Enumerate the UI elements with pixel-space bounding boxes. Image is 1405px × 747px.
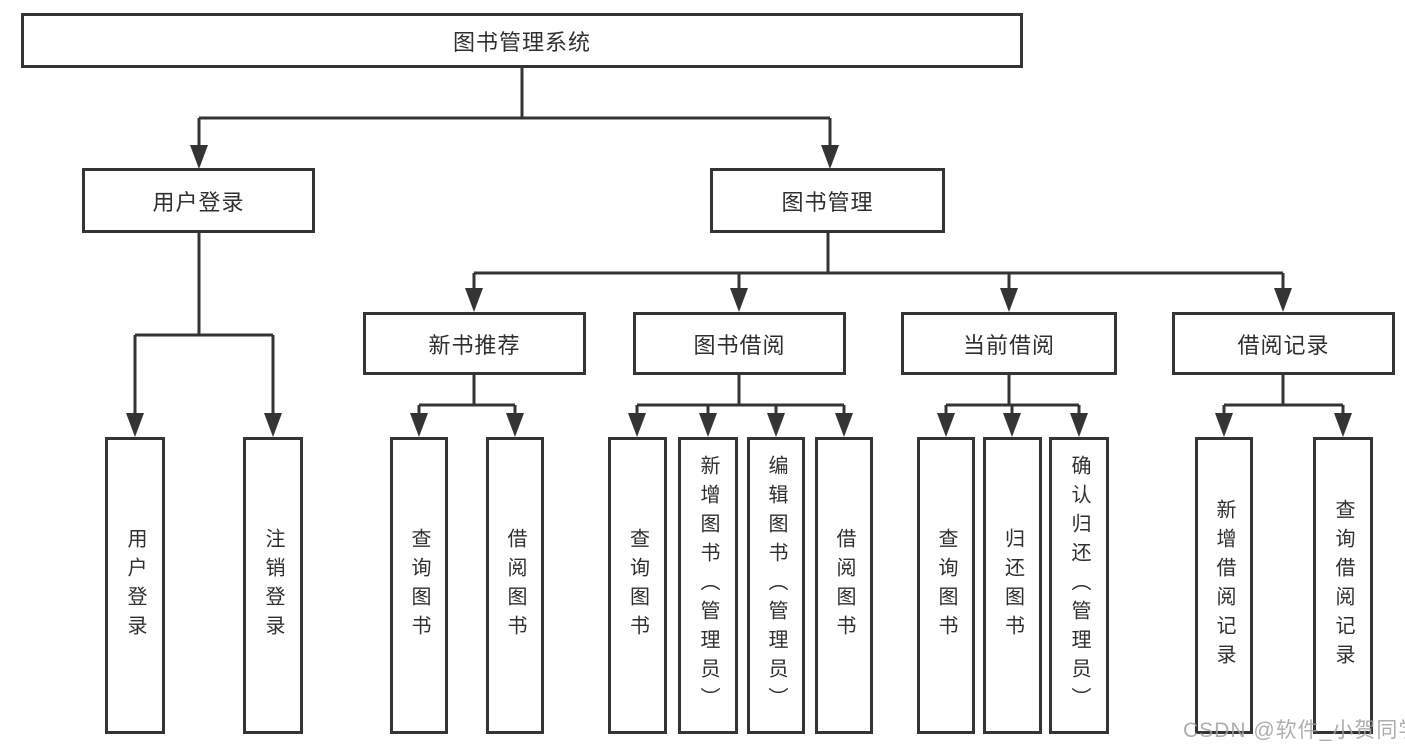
arrow-down-icon [1003,413,1021,437]
leaf-user-login: 用户登录 [105,437,165,734]
node-borrow-records: 借阅记录 [1172,312,1395,375]
leaf-query-books-recommend: 查询图书 [390,437,448,734]
arrow-down-icon [821,145,839,169]
leaf-label: 查询图书 [626,527,649,644]
leaf-label: 查询图书 [408,527,430,644]
leaf-label: 注销登录 [262,527,284,644]
arrow-down-icon [410,413,428,437]
leaf-edit-book-admin: 编辑图书（管理员） [747,437,805,734]
leaf-borrow-books: 借阅图书 [815,437,873,734]
arrow-down-icon [835,413,853,437]
arrow-down-icon [628,413,646,437]
node-current-borrow: 当前借阅 [901,312,1117,375]
leaf-logout: 注销登录 [243,437,303,734]
node-new-book-recommend: 新书推荐 [363,312,586,375]
leaf-label: 查询借阅记录 [1332,498,1354,673]
arrow-down-icon [937,413,955,437]
arrow-down-icon [1334,413,1352,437]
csdn-watermark: CSDN @软件_小贺同学 [1183,719,1405,742]
leaf-label: 新增图书（管理员） [697,455,719,716]
arrow-down-icon [1215,413,1233,437]
arrow-down-icon [465,288,483,312]
leaf-confirm-return-admin: 确认归还（管理员） [1049,437,1109,734]
arrow-down-icon [190,145,208,169]
node-user-login: 用户登录 [82,168,315,233]
leaf-add-borrow-record: 新增借阅记录 [1195,437,1253,734]
leaf-query-books-borrow: 查询图书 [608,437,667,734]
leaf-label: 借阅图书 [504,527,526,644]
leaf-query-borrow-record: 查询借阅记录 [1313,437,1373,734]
leaf-label: 新增借阅记录 [1213,498,1235,673]
leaf-label: 借阅图书 [833,527,855,644]
arrow-down-icon [1274,288,1292,312]
leaf-label: 确认归还（管理员） [1068,455,1090,716]
arrow-down-icon [1070,413,1088,437]
leaf-return-books: 归还图书 [983,437,1042,734]
node-root-library-system: 图书管理系统 [21,13,1023,68]
node-book-management: 图书管理 [710,168,945,233]
arrow-down-icon [126,413,144,437]
leaf-add-book-admin: 新增图书（管理员） [678,437,738,734]
arrow-down-icon [730,288,748,312]
arrow-down-icon [264,413,282,437]
leaf-label: 归还图书 [1001,527,1024,644]
arrow-down-icon [506,413,524,437]
leaf-label: 查询图书 [935,527,957,644]
arrow-down-icon [767,413,785,437]
leaf-label: 编辑图书（管理员） [765,455,787,716]
leaf-query-books-current: 查询图书 [917,437,975,734]
node-book-borrow: 图书借阅 [633,312,846,375]
leaf-label: 用户登录 [124,527,146,644]
leaf-borrow-books-recommend: 借阅图书 [486,437,544,734]
arrow-down-icon [1000,288,1018,312]
arrow-down-icon [699,413,717,437]
